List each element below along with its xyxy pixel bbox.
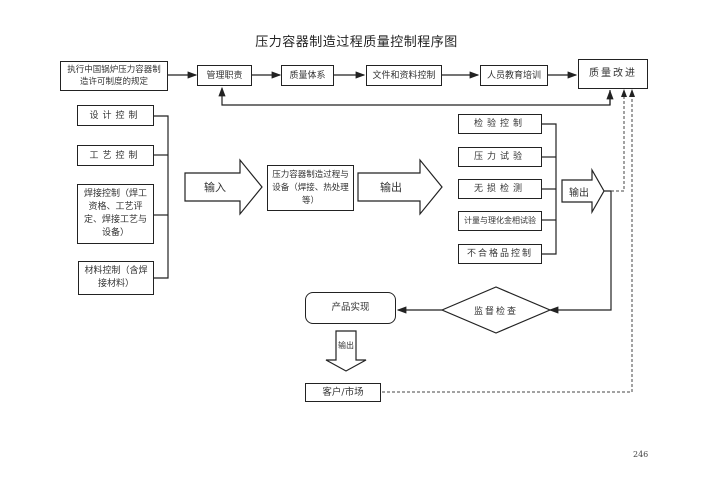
diagram-title: 压力容器制造过程质量控制程序图 <box>255 35 458 50</box>
input-process-control: 工艺控制 <box>77 145 154 166</box>
input-material-control: 材料控制（含焊接材料） <box>78 261 154 295</box>
feedback-loop <box>218 86 611 106</box>
regulation-box: 执行中国锅炉压力容器制造许可制度的规定 <box>60 61 168 91</box>
output-ndt-label: 无损检测 <box>473 184 526 194</box>
page-number: 246 <box>633 450 649 459</box>
step-document-control: 文件和资料控制 <box>366 65 442 86</box>
output-inspection-control: 检验控制 <box>458 114 542 134</box>
input-block-arrow <box>184 158 263 216</box>
step-quality-system: 质量体系 <box>281 65 334 86</box>
step-training-label: 人员教育培训 <box>486 70 541 81</box>
customer-market-box: 客户/市场 <box>305 383 381 402</box>
output-metrology-testing-label: 计量与理化金相试验 <box>464 216 536 225</box>
quality-improvement-box: 质量改进 <box>578 59 648 89</box>
output-nonconforming-control-label: 不合格品控制 <box>466 249 533 259</box>
input-welding-control: 焊接控制（焊工资格、工艺评定、焊接工艺与设备） <box>77 184 154 244</box>
step-management: 管理职责 <box>197 65 252 86</box>
output-arrow-2-label: 输出 <box>569 187 589 199</box>
regulation-text: 执行中国锅炉压力容器制造许可制度的规定 <box>67 65 161 87</box>
dashed-output-to-improve <box>611 89 627 192</box>
supervision-diamond <box>440 286 552 334</box>
step-training: 人员教育培训 <box>480 65 548 86</box>
manufacturing-process-box: 压力容器制造过程与设备（焊接、热处理等） <box>267 165 354 211</box>
input-arrow-label: 输入 <box>204 181 226 194</box>
input-process-control-label: 工艺控制 <box>89 150 142 161</box>
step-management-label: 管理职责 <box>206 70 243 81</box>
input-design-control: 设计控制 <box>77 105 154 126</box>
output-arrow-3-label: 输出 <box>338 341 354 350</box>
output-block-arrow-2 <box>561 167 605 215</box>
input-material-control-label: 材料控制（含焊接材料） <box>84 266 148 289</box>
step-document-control-label: 文件和资料控制 <box>372 70 436 81</box>
output-inspection-control-label: 检验控制 <box>473 119 526 129</box>
quality-improvement-label: 质量改进 <box>589 68 637 79</box>
input-bracket <box>154 115 169 279</box>
step-quality-system-label: 质量体系 <box>289 70 326 81</box>
supervision-label: 监督检查 <box>473 306 518 317</box>
output-metrology-testing: 计量与理化金相试验 <box>458 211 542 231</box>
product-realization-box: 产品实现 <box>305 292 396 324</box>
output-to-supervision <box>548 190 612 314</box>
customer-market-label: 客户/市场 <box>322 386 364 398</box>
output-arrow-label: 输出 <box>380 181 402 194</box>
output-ndt: 无损检测 <box>458 179 542 199</box>
manufacturing-process-label: 压力容器制造过程与设备（焊接、热处理等） <box>272 169 349 206</box>
product-realization-label: 产品实现 <box>331 302 370 313</box>
dashed-customer-to-improve <box>382 89 635 393</box>
output-block-arrow-3 <box>325 330 367 372</box>
output-block-arrow <box>357 158 443 216</box>
input-design-control-label: 设计控制 <box>89 110 142 121</box>
output-pressure-test: 压力试验 <box>458 147 542 167</box>
output-pressure-test-label: 压力试验 <box>473 152 526 162</box>
input-welding-control-label: 焊接控制（焊工资格、工艺评定、焊接工艺与设备） <box>83 189 147 238</box>
output-nonconforming-control: 不合格品控制 <box>458 244 542 264</box>
